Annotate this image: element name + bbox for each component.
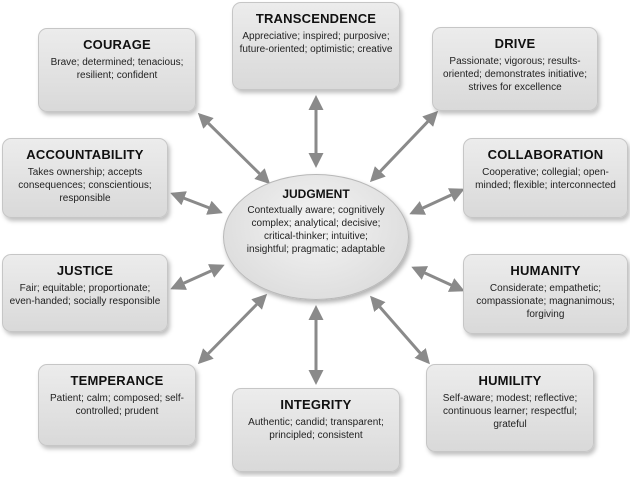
accountability-description: Takes ownership; accepts consequences; c… [18,167,152,204]
justice-description: Fair; equitable; proportionate; even-han… [9,283,161,307]
integrity-title: INTEGRITY [280,397,352,412]
humility-box: HUMILITY Self-aware; modest; reflective;… [426,364,594,452]
arrow-accountability [170,191,223,215]
temperance-title: TEMPERANCE [70,373,164,388]
drive-description: Passionate; vigorous; results-oriented; … [443,56,587,93]
courage-description: Brave; determined; tenacious; resilient;… [50,57,184,81]
drive-box: DRIVE Passionate; vigorous; results-orie… [432,27,598,111]
arrow-temperance [197,293,268,365]
arrow-drive [369,110,439,183]
temperance-box: TEMPERANCE Patient; calm; composed; self… [38,364,196,446]
courage-title: COURAGE [83,37,151,52]
temperance-description: Patient; calm; composed; self-controlled… [50,393,184,417]
humility-description: Self-aware; modest; reflective; continuo… [442,393,578,430]
judgment-ellipse: JUDGMENT Contextually aware; cognitively… [223,174,409,300]
transcendence-description: Appreciative; inspired; purposive; futur… [239,31,393,55]
drive-title: DRIVE [494,36,536,51]
accountability-title: ACCOUNTABILITY [26,147,144,162]
integrity-description: Authentic; candid; transparent; principl… [248,417,384,441]
humanity-title: HUMANITY [510,263,581,278]
justice-title: JUSTICE [56,263,114,278]
humility-title: HUMILITY [478,373,542,388]
arrow-justice [170,264,225,290]
arrow-collaboration [409,188,465,215]
transcendence-box: TRANSCENDENCE Appreciative; inspired; pu… [232,2,400,90]
transcendence-title: TRANSCENDENCE [255,11,377,26]
collaboration-title: COLLABORATION [487,147,604,162]
arrow-humility [370,295,430,365]
integrity-box: INTEGRITY Authentic; candid; transparent… [232,388,400,472]
judgment-description: Contextually aware; cognitively complex;… [246,205,386,255]
humanity-description: Considerate; empathetic; compassionate; … [476,283,615,320]
collaboration-description: Cooperative; collegial; open-minded; fle… [475,167,616,191]
arrow-courage [197,112,271,185]
arrow-humanity [411,266,465,292]
humanity-box: HUMANITY Considerate; empathetic; compas… [463,254,628,334]
accountability-box: ACCOUNTABILITY Takes ownership; accepts … [2,138,168,218]
courage-box: COURAGE Brave; determined; tenacious; re… [38,28,196,112]
judgment-title: JUDGMENT [282,187,350,201]
justice-box: JUSTICE Fair; equitable; proportionate; … [2,254,168,332]
collaboration-box: COLLABORATION Cooperative; collegial; op… [463,138,628,218]
